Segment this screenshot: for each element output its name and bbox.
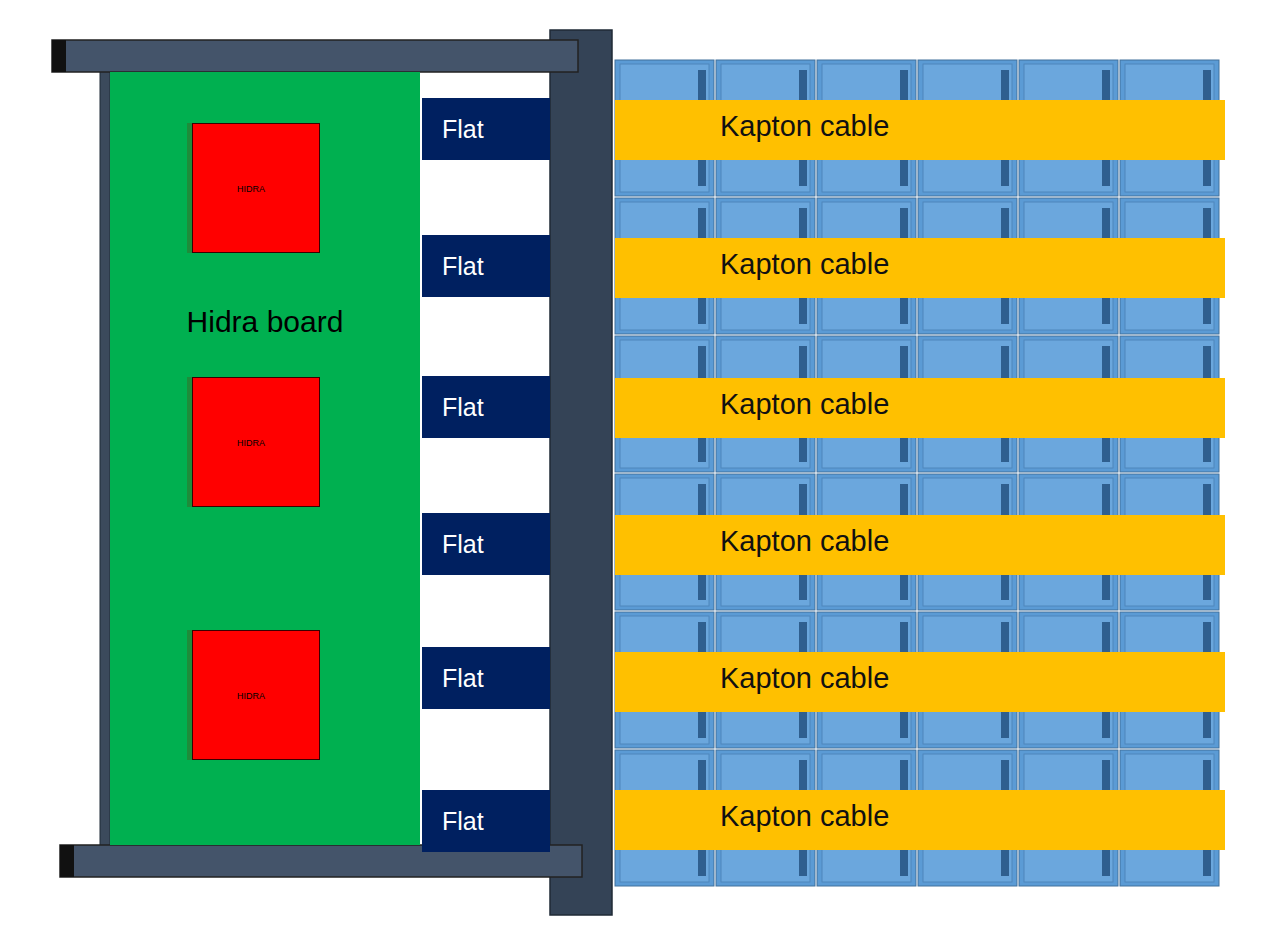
node-label: Hidra board bbox=[187, 305, 344, 340]
node-label: HIDRA bbox=[237, 691, 265, 701]
node-label: Kapton cable bbox=[720, 388, 889, 421]
kapton-cable: Kapton cable bbox=[615, 652, 1225, 712]
node-label: Flat bbox=[442, 807, 484, 836]
rail-cap bbox=[60, 845, 74, 877]
hidra-chip: HIDRA bbox=[192, 123, 320, 253]
flat-connector: Flat bbox=[422, 513, 550, 575]
rail-cap bbox=[52, 40, 66, 72]
frame-bar bbox=[550, 30, 612, 915]
kapton-cable: Kapton cable bbox=[615, 515, 1225, 575]
node-label: HIDRA bbox=[237, 438, 265, 448]
node-label: Kapton cable bbox=[720, 525, 889, 558]
flat-connector: Flat bbox=[422, 235, 550, 297]
kapton-cable: Kapton cable bbox=[615, 238, 1225, 298]
top-rail bbox=[52, 40, 578, 72]
node-label: Flat bbox=[442, 252, 484, 281]
hidra-chip: HIDRA bbox=[192, 630, 320, 760]
node-label: HIDRA bbox=[237, 184, 265, 194]
flat-connector: Flat bbox=[422, 647, 550, 709]
kapton-cable: Kapton cable bbox=[615, 790, 1225, 850]
node-label: Kapton cable bbox=[720, 110, 889, 143]
flat-connector: Flat bbox=[422, 376, 550, 438]
node-label: Kapton cable bbox=[720, 248, 889, 281]
node-label: Flat bbox=[442, 115, 484, 144]
hidra-board: Hidra boardHIDRAHIDRAHIDRA bbox=[110, 72, 420, 845]
flat-connector: Flat bbox=[422, 98, 550, 160]
hidra-chip: HIDRA bbox=[192, 377, 320, 507]
node-label: Kapton cable bbox=[720, 800, 889, 833]
board-edge bbox=[100, 45, 110, 870]
node-label: Kapton cable bbox=[720, 662, 889, 695]
flat-connector: Flat bbox=[422, 790, 550, 852]
kapton-cable: Kapton cable bbox=[615, 378, 1225, 438]
kapton-cable: Kapton cable bbox=[615, 100, 1225, 160]
node-label: Flat bbox=[442, 664, 484, 693]
node-label: Flat bbox=[442, 530, 484, 559]
node-label: Flat bbox=[442, 393, 484, 422]
detector-blocks bbox=[615, 60, 1219, 886]
